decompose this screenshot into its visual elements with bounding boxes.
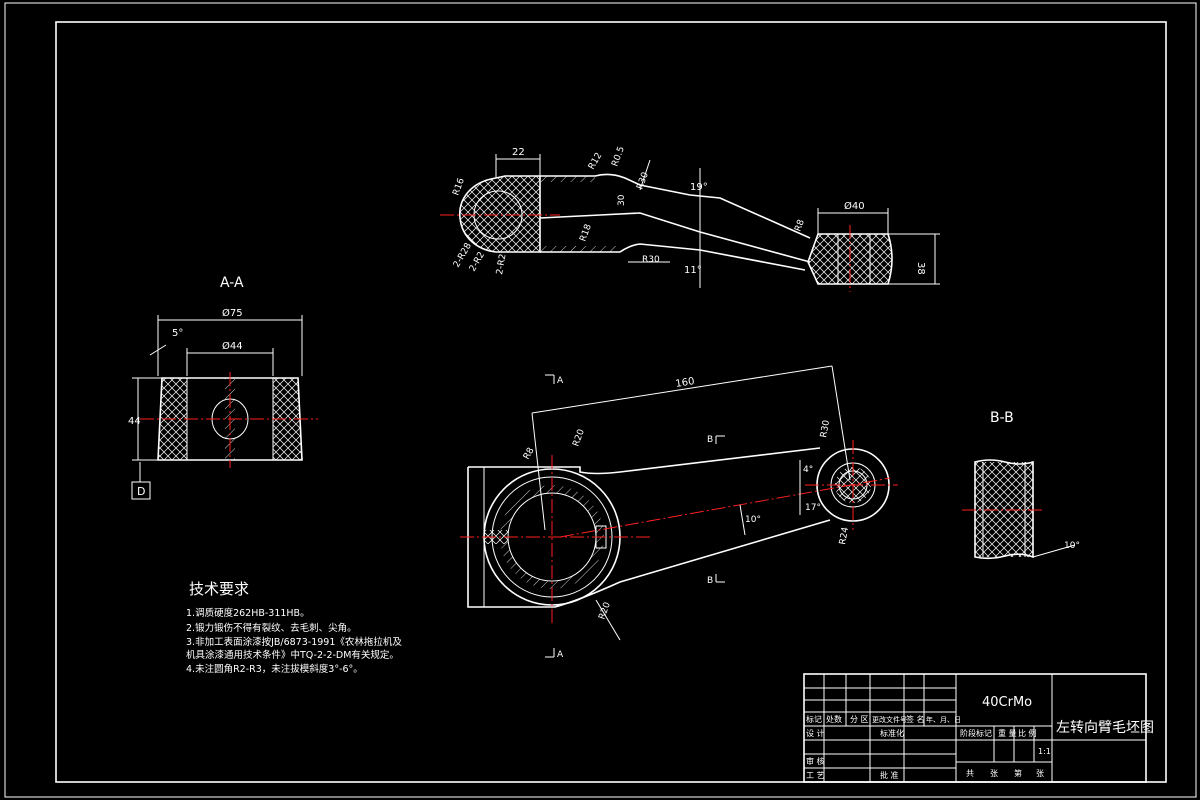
section-a-mark-bottom: A — [557, 650, 564, 660]
dim-phi40: Ø40 — [844, 200, 865, 212]
hdr-mark: 标记 — [806, 714, 822, 724]
dim-r20b: R20 — [597, 601, 613, 621]
dim-ang4: 4° — [803, 465, 813, 475]
dim-r16: R16 — [451, 177, 467, 197]
dim-ang10: 10° — [745, 515, 761, 525]
dim-phi75: Ø75 — [222, 307, 243, 319]
dim-r8: R8 — [793, 218, 807, 233]
section-a-mark-top: A — [557, 376, 564, 386]
title-block: 40CrMo 左转向臂毛坯图 标记 处数 分 区 更改文件号 签 名 年、月、日… — [803, 673, 1154, 783]
sheet-unit-label: 张 — [1036, 769, 1044, 778]
dim-phi44: Ø44 — [222, 340, 243, 352]
inner-border — [55, 21, 1167, 783]
datum-d: D — [137, 485, 145, 498]
stage-mark-label: 阶段标记 — [960, 728, 992, 738]
section-bb-view: B-B 10° — [962, 410, 1080, 560]
technical-notes: 技术要求 1.调质硬度262HB-311HB。 2.锻力锻伤不得有裂纹、去毛刺、… — [186, 580, 402, 675]
dim-ang10b: 10° — [1064, 541, 1080, 551]
front-view: 22 R12 R0.5 R30 R16 R18 R30 19° 11° 30 Ø… — [440, 145, 940, 292]
drawing-name: 左转向臂毛坯图 — [1056, 720, 1154, 736]
scale-label: 比 例 — [1018, 728, 1037, 738]
dim-r20a: R20 — [571, 428, 587, 448]
approve-label: 批 准 — [880, 770, 899, 780]
notes-title: 技术要求 — [189, 580, 249, 598]
process-label: 工 艺 — [806, 771, 825, 780]
notes-line-2: 2.锻力锻伤不得有裂纹、去毛刺、尖角。 — [186, 622, 357, 634]
review-label: 审 核 — [806, 756, 825, 766]
dim-38: 38 — [915, 262, 926, 275]
dim-r24: R24 — [838, 526, 851, 545]
section-b-mark-top: B — [707, 435, 713, 445]
dim-30: 30 — [617, 194, 627, 206]
dim-ang11: 11° — [684, 265, 702, 276]
section-aa-view: A-A Ø75 Ø44 5° 44 D — [128, 275, 318, 500]
dim-h44: 44 — [128, 416, 141, 427]
notes-line-5: 4.未注圆角R2-R3，未注拔模斜度3°-6°。 — [186, 663, 363, 675]
hdr-zone: 分 区 — [850, 715, 869, 724]
dim-22: 22 — [512, 147, 525, 158]
dim-angle5: 5° — [172, 328, 183, 339]
dim-r30c: R30 — [819, 419, 832, 438]
dim-ang19: 19° — [690, 182, 708, 193]
sheets-label: 张 — [990, 769, 998, 778]
dim-r8b: R8 — [522, 446, 537, 462]
sheet-no-label: 第 — [1014, 768, 1022, 778]
material-label: 40CrMo — [982, 695, 1032, 710]
dim-2r2: 2-R2 — [468, 250, 487, 273]
hdr-count: 处数 — [826, 714, 842, 724]
hdr-doc: 更改文件号 — [872, 715, 907, 724]
dim-r30b: R30 — [642, 255, 660, 265]
dim-2r2b: 2-R2 — [495, 253, 508, 275]
hdr-sign: 签 名 — [906, 714, 925, 724]
section-b-mark-bottom: B — [707, 576, 713, 586]
standard-label: 标准化 — [880, 728, 904, 738]
dim-r12: R12 — [587, 151, 605, 171]
sheets-total-label: 共 — [966, 769, 974, 778]
section-bb-label: B-B — [990, 410, 1014, 426]
notes-line-4: 机具涂漆通用技术条件》中TQ-2-2-DM有关规定。 — [186, 649, 399, 661]
scale-value: 1:1 — [1038, 747, 1051, 756]
dim-r0-5: R0.5 — [610, 145, 626, 168]
dim-ang17: 17° — [805, 503, 821, 513]
design-label: 设 计 — [806, 728, 825, 738]
section-aa-label: A-A — [220, 275, 244, 291]
weight-label: 重 量 — [998, 728, 1017, 738]
notes-line-3: 3.非加工表面涂漆按JB/6873-1991《农林拖拉机及 — [186, 636, 402, 648]
hdr-date: 年、月、日 — [926, 715, 961, 724]
outer-border — [4, 2, 1197, 798]
plan-view: 160 R20 R8 R30 R24 R20 4° 17° 10° A A B … — [460, 365, 898, 660]
dim-160: 160 — [675, 376, 696, 390]
notes-line-1: 1.调质硬度262HB-311HB。 — [186, 607, 310, 619]
dim-r18: R18 — [578, 223, 594, 243]
